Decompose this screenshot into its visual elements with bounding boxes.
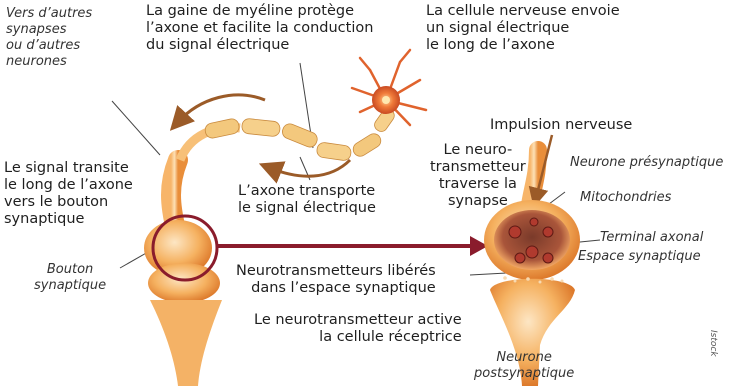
label-released: Neurotransmetteurs libérés dans l’espace… bbox=[236, 263, 436, 297]
label-cell-sends: La cellule nerveuse envoie un signal éle… bbox=[426, 3, 620, 54]
label-bouton: Bouton synaptique bbox=[34, 262, 106, 294]
image-credit: Istock bbox=[708, 330, 718, 357]
label-neurotransmitter-crosses: Le neuro- transmetteur traverse la synap… bbox=[430, 142, 526, 210]
label-activates: Le neurotransmetteur active la cellule r… bbox=[254, 312, 462, 346]
label-terminal: Terminal axonal bbox=[600, 230, 703, 246]
label-impulse: Impulsion nerveuse bbox=[490, 117, 632, 134]
label-mitochondria: Mitochondries bbox=[580, 190, 671, 206]
myelinated-axon bbox=[180, 107, 397, 162]
label-signal-transits: Le signal transite le long de l’axone ve… bbox=[4, 160, 133, 228]
label-other-synapses: Vers d’autres synapses ou d’autres neuro… bbox=[6, 6, 92, 70]
label-postsynaptic: Neurone postsynaptique bbox=[474, 350, 574, 382]
label-myelin: La gaine de myéline protège l’axone et f… bbox=[146, 3, 373, 54]
signal-arrow-top bbox=[178, 95, 265, 122]
label-axon-carries: L’axone transporte le signal électrique bbox=[238, 183, 376, 217]
label-presynaptic: Neurone présynaptique bbox=[570, 155, 723, 171]
label-synaptic-space: Espace synaptique bbox=[578, 249, 701, 265]
signal-arrow-bottom bbox=[270, 160, 350, 176]
